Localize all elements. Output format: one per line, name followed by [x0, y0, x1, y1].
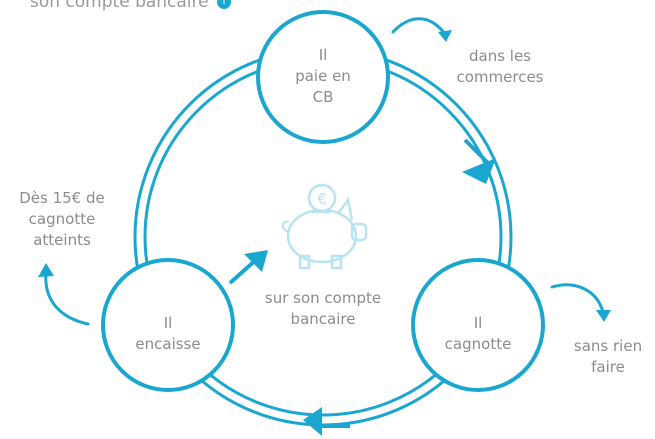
label-center-line-2: bancaire	[290, 310, 356, 328]
node-right-line-2: cagnotte	[444, 335, 512, 353]
label-commerce-line-1: dans les	[468, 47, 531, 65]
node-left-text: Il encaisse	[118, 313, 218, 355]
label-rien-line-2: faire	[591, 358, 625, 376]
node-top-line-3: CB	[312, 88, 334, 106]
label-rien-line-1: sans rien	[573, 337, 643, 355]
header-text: son compte bancaire i	[30, 0, 232, 12]
node-right-text: Il cagnotte	[428, 313, 528, 355]
label-seuil-line-1: Dès 15€ de	[19, 189, 105, 207]
label-seuil-line-3: atteints	[33, 231, 91, 249]
curved-arrow-commerce-icon	[391, 17, 452, 42]
label-center: sur son compte bancaire	[248, 288, 398, 330]
node-top-text: Il paie en CB	[273, 45, 373, 108]
node-top-line-1: Il	[318, 46, 328, 64]
node-left-circle	[101, 258, 235, 392]
curved-arrow-seuil-icon	[38, 263, 90, 326]
ring-arrow-bottom-icon	[303, 407, 350, 436]
node-right-line-1: Il	[473, 314, 483, 332]
curved-arrow-rien-icon	[550, 283, 611, 322]
center-arrow-icon	[228, 250, 268, 285]
label-seuil: Dès 15€ de cagnotte atteints	[2, 188, 122, 251]
label-commerce: dans les commerces	[440, 46, 560, 88]
coin-icon: €	[307, 183, 337, 213]
info-icon[interactable]: i	[217, 0, 232, 9]
label-commerce-line-2: commerces	[456, 68, 544, 86]
label-center-line-1: sur son compte	[264, 289, 382, 307]
ring-arrow-right-icon	[462, 138, 496, 184]
header-label: son compte bancaire	[30, 0, 209, 12]
node-top-line-2: paie en	[295, 67, 351, 85]
node-left-line-1: Il	[163, 314, 173, 332]
node-right-circle	[411, 258, 545, 392]
label-rien: sans rien faire	[565, 336, 651, 378]
node-top-circle	[256, 10, 390, 144]
node-left-line-2: encaisse	[135, 335, 201, 353]
label-seuil-line-2: cagnotte	[28, 210, 96, 228]
coin-symbol: €	[317, 190, 327, 208]
